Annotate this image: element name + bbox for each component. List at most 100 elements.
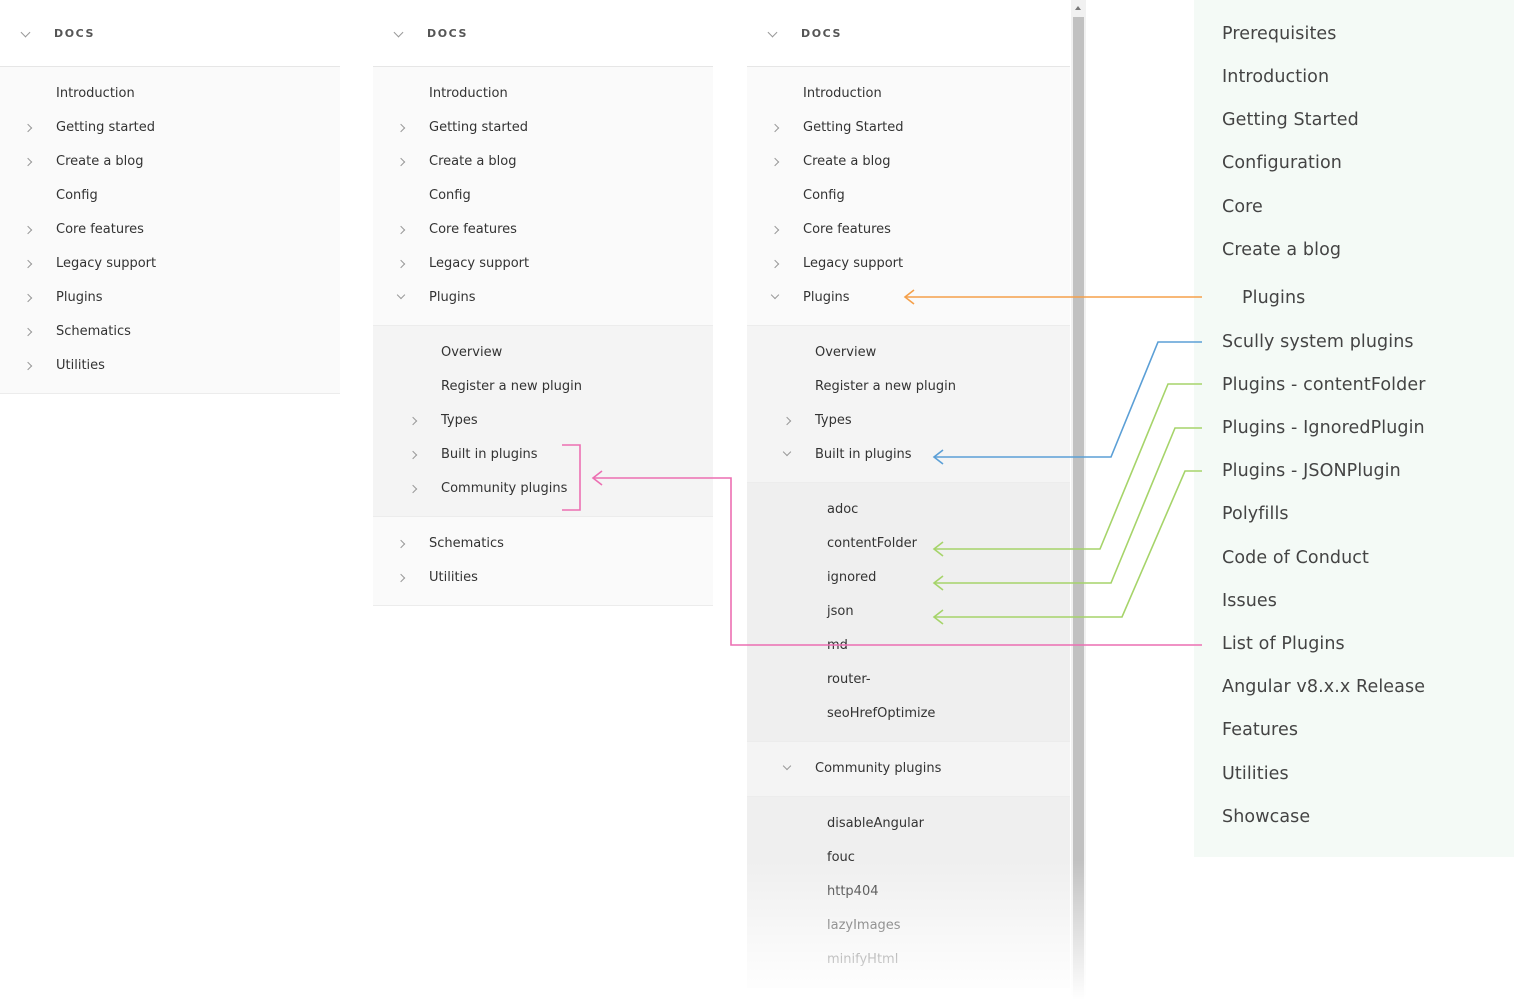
- toc-item[interactable]: Angular v8.x.x Release: [1222, 677, 1426, 697]
- nav-item[interactable]: Register a new plugin: [373, 370, 713, 404]
- nav-item[interactable]: Config: [0, 179, 340, 213]
- nav-item-label: disableAngular: [827, 816, 925, 831]
- toc-item[interactable]: Issues: [1222, 591, 1277, 611]
- nav-item[interactable]: Legacy support: [373, 247, 713, 281]
- toc-item[interactable]: List of Plugins: [1222, 634, 1345, 654]
- nav-item[interactable]: disableAngular: [747, 807, 1070, 841]
- nav-item[interactable]: Plugins: [373, 281, 713, 315]
- toc-item[interactable]: Create a blog: [1222, 240, 1342, 260]
- nav-item-label: Config: [803, 188, 845, 203]
- nav-item[interactable]: Getting started: [0, 111, 340, 145]
- toc-item[interactable]: Core: [1222, 197, 1263, 217]
- nav-item[interactable]: Schematics: [0, 315, 340, 349]
- orange-arrowhead: [903, 289, 915, 305]
- nav-item[interactable]: Schematics: [373, 527, 713, 561]
- toc-item[interactable]: Features: [1222, 720, 1299, 740]
- nav-item[interactable]: ignored: [747, 561, 1070, 595]
- nav-item[interactable]: Register a new plugin: [747, 370, 1070, 404]
- pink-bracket: [562, 444, 581, 511]
- nav-item[interactable]: contentFolder: [747, 527, 1070, 561]
- toc-item[interactable]: Utilities: [1222, 764, 1289, 784]
- nav-item[interactable]: Overview: [373, 336, 713, 370]
- toc-item[interactable]: Introduction: [1222, 67, 1330, 87]
- nav-item-label: Built in plugins: [441, 447, 538, 462]
- nav-item[interactable]: Config: [373, 179, 713, 213]
- nav-item[interactable]: Utilities: [0, 349, 340, 383]
- nav-item[interactable]: Utilities: [373, 561, 713, 595]
- nav-item[interactable]: Introduction: [747, 77, 1070, 111]
- scrollbar[interactable]: [1071, 0, 1086, 1000]
- nav-item-label: ignored: [827, 570, 877, 585]
- nav-item-label: Community plugins: [441, 481, 568, 496]
- nav-item[interactable]: Create a blog: [373, 145, 713, 179]
- nav-item[interactable]: Create a blog: [0, 145, 340, 179]
- toc-item[interactable]: Plugins - contentFolder: [1222, 375, 1426, 395]
- toc-item[interactable]: Plugins - JSONPlugin: [1222, 461, 1401, 481]
- nav-item-label: Getting started: [429, 120, 529, 135]
- toc-item[interactable]: Showcase: [1222, 807, 1311, 827]
- nav-item[interactable]: router-: [747, 663, 1070, 697]
- toc-item[interactable]: Configuration: [1222, 153, 1342, 173]
- nav-item-label: Introduction: [803, 86, 882, 101]
- nav-item[interactable]: Plugins: [0, 281, 340, 315]
- nav-item[interactable]: Core features: [373, 213, 713, 247]
- nav-item-label: adoc: [827, 502, 859, 517]
- nav-item[interactable]: Introduction: [373, 77, 713, 111]
- nav-item[interactable]: json: [747, 595, 1070, 629]
- toc-item[interactable]: Prerequisites: [1222, 24, 1337, 44]
- nav-item-label: Community plugins: [815, 761, 942, 776]
- toc-item[interactable]: Scully system plugins: [1222, 332, 1414, 352]
- nav-item[interactable]: Community plugins: [747, 752, 1070, 786]
- nav-item[interactable]: Community plugins: [373, 472, 713, 506]
- toc-item[interactable]: Code of Conduct: [1222, 548, 1369, 568]
- nav-item-label: Legacy support: [803, 256, 904, 271]
- nav-item-label: Utilities: [429, 570, 478, 585]
- nav-item-label: Create a blog: [803, 154, 891, 169]
- nav-item-label: Config: [429, 188, 471, 203]
- nav-item[interactable]: Config: [747, 179, 1070, 213]
- nav-item-label: router-: [827, 672, 871, 687]
- nav-item[interactable]: Create a blog: [747, 145, 1070, 179]
- green-connector-line-ignored: [934, 427, 1202, 584]
- nav-item[interactable]: Legacy support: [747, 247, 1070, 281]
- nav-item[interactable]: Core features: [0, 213, 340, 247]
- nav-item-label: Register a new plugin: [815, 379, 956, 394]
- nav-item[interactable]: adoc: [747, 493, 1070, 527]
- docs-label: DOCS: [54, 27, 96, 40]
- scroll-thumb[interactable]: [1073, 17, 1084, 1000]
- nav-item-label: Core features: [429, 222, 517, 237]
- nav-item[interactable]: Getting started: [373, 111, 713, 145]
- toc-item[interactable]: Getting Started: [1222, 110, 1359, 130]
- docs-header[interactable]: DOCS: [747, 0, 1070, 67]
- nav-item[interactable]: Overview: [747, 336, 1070, 370]
- nav-item-label: Overview: [815, 345, 877, 360]
- nav-item[interactable]: Built in plugins: [373, 438, 713, 472]
- scroll-up-arrow-icon[interactable]: [1075, 6, 1081, 10]
- docs-label: DOCS: [801, 27, 843, 40]
- nav-item[interactable]: Types: [747, 404, 1070, 438]
- nav-item[interactable]: Plugins: [747, 281, 1070, 315]
- docs-header[interactable]: DOCS: [373, 0, 713, 67]
- nav-item-label: Create a blog: [56, 154, 144, 169]
- toc-item[interactable]: Plugins: [1242, 288, 1306, 308]
- nav-item[interactable]: seoHrefOptimize: [747, 697, 1070, 731]
- nav-item[interactable]: Legacy support: [0, 247, 340, 281]
- docs-header[interactable]: DOCS: [0, 0, 340, 67]
- toc-item[interactable]: Polyfills: [1222, 504, 1289, 524]
- nav-item-label: Getting started: [56, 120, 156, 135]
- toc-item[interactable]: Plugins - IgnoredPlugin: [1222, 418, 1425, 438]
- nav-item-label: seoHrefOptimize: [827, 706, 936, 721]
- nav-item[interactable]: Getting Started: [747, 111, 1070, 145]
- nav-item[interactable]: Core features: [747, 213, 1070, 247]
- nav-item-label: Utilities: [56, 358, 105, 373]
- nav-item[interactable]: Types: [373, 404, 713, 438]
- nav-item[interactable]: Built in plugins: [747, 438, 1070, 472]
- nav-item[interactable]: Introduction: [0, 77, 340, 111]
